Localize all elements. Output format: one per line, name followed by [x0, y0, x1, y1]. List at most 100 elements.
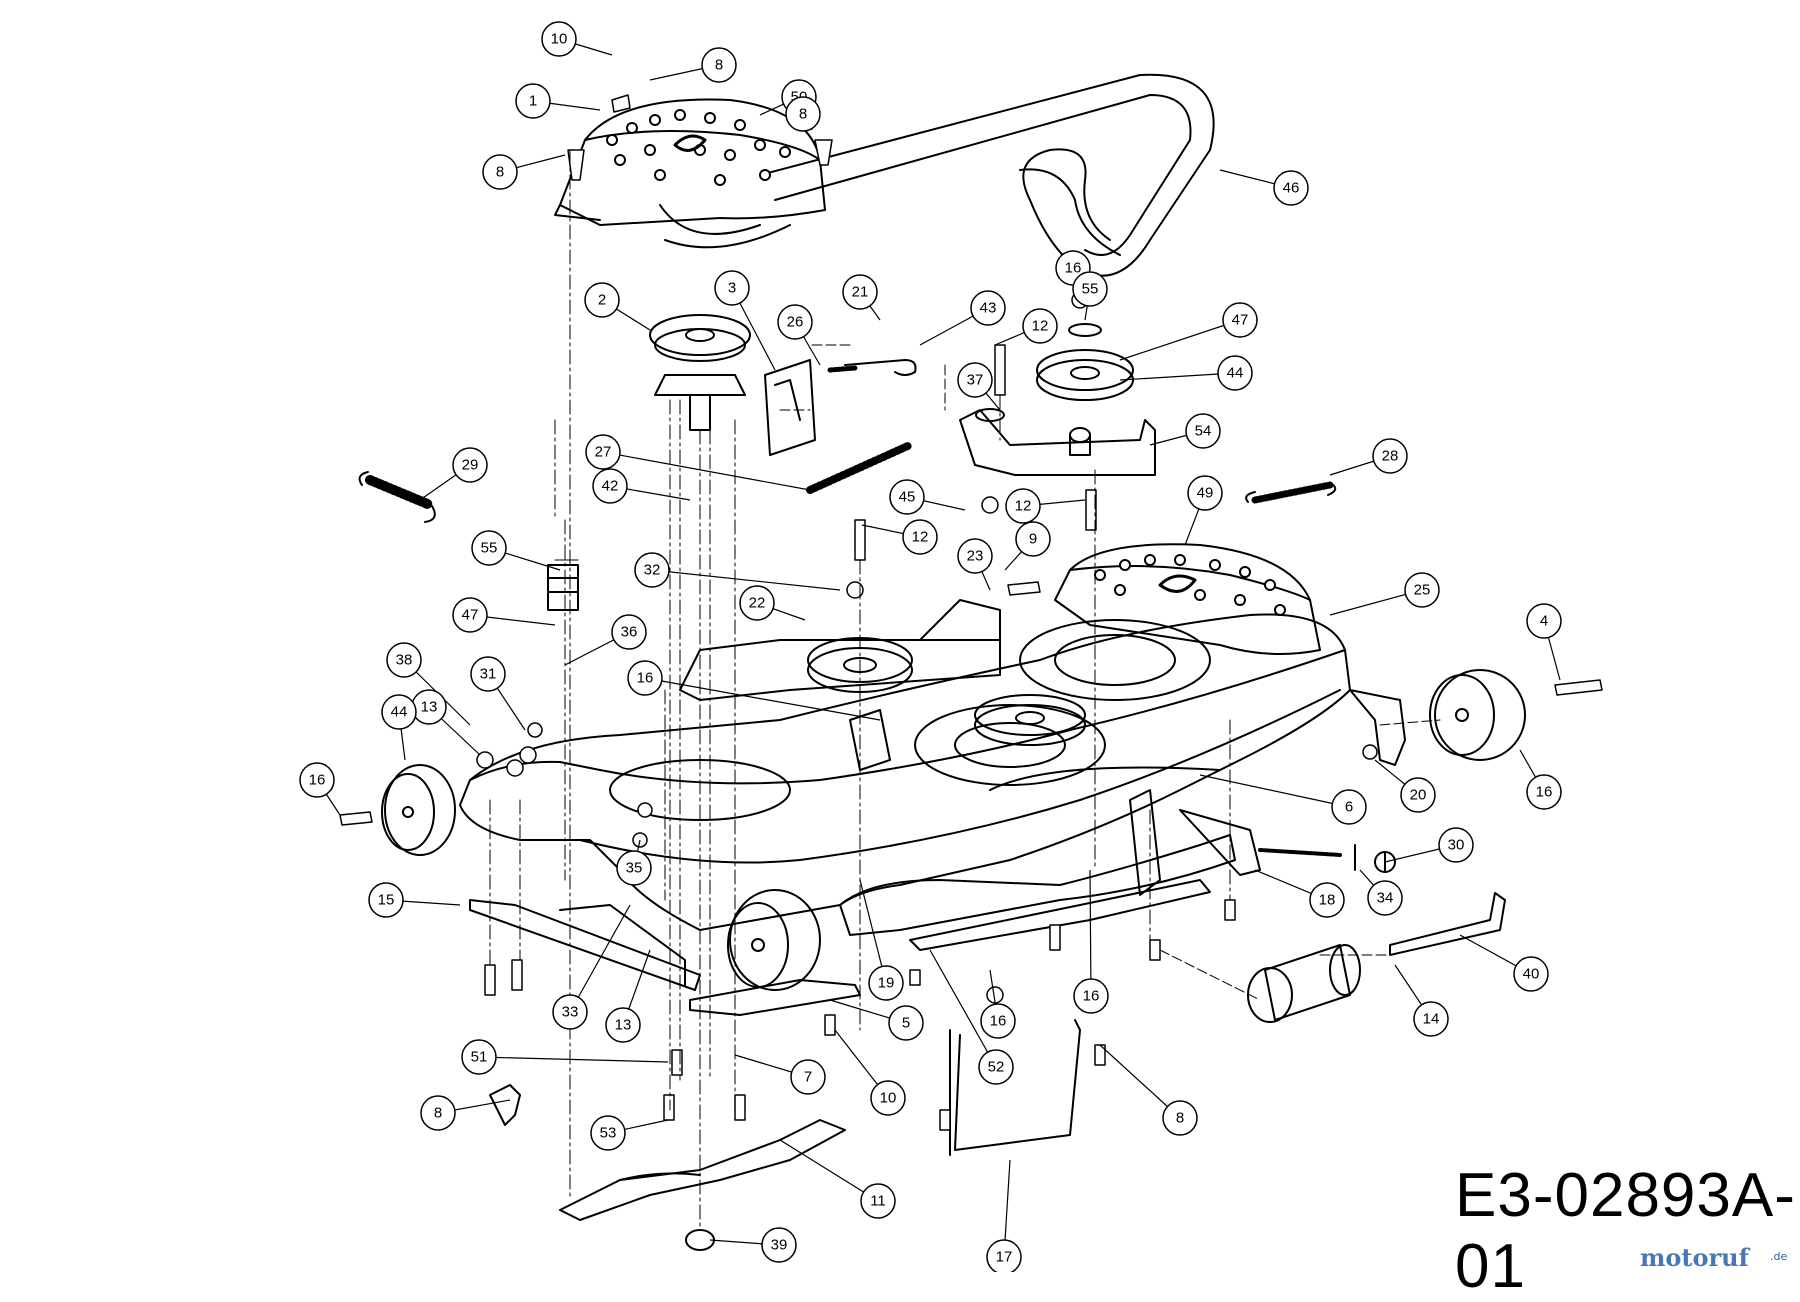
watermark-logo: motoruf: [1640, 1243, 1749, 1272]
document-code: E3-02893A-01: [1455, 1161, 1796, 1301]
callout-number: 16: [990, 1013, 1007, 1030]
callout-19: 19: [868, 965, 904, 1001]
callout-12: 12: [902, 519, 938, 555]
callout-17: 17: [986, 1239, 1022, 1272]
callout-39: 39: [761, 1227, 797, 1263]
callout-13: 13: [605, 1007, 641, 1043]
callout-number: 8: [434, 1105, 442, 1122]
callout-number: 53: [600, 1125, 617, 1142]
callout-40: 40: [1513, 956, 1549, 992]
callout-number: 12: [1015, 498, 1032, 515]
callout-number: 10: [551, 31, 568, 48]
callout-55: 55: [471, 530, 507, 566]
callout-8: 8: [701, 47, 737, 83]
callout-number: 30: [1448, 837, 1465, 854]
idler-pulley-right: [1036, 295, 1134, 401]
callout-21: 21: [842, 274, 878, 310]
callout-16: 16: [980, 1003, 1016, 1039]
callout-13: 13: [411, 689, 447, 725]
mower-blade: [559, 1119, 846, 1221]
deck-roller: [1247, 944, 1361, 1023]
callout-number: 44: [391, 704, 408, 721]
callout-16: 16: [1073, 978, 1109, 1014]
callout-47: 47: [452, 597, 488, 633]
callout-46: 46: [1273, 170, 1309, 206]
callout-16: 16: [299, 762, 335, 798]
callout-leader: [569, 904, 631, 1013]
callout-leader: [651, 569, 841, 591]
callout-27: 27: [585, 434, 621, 470]
callout-number: 42: [602, 478, 619, 495]
callout-47: 47: [1222, 302, 1258, 338]
callout-number: 6: [1345, 799, 1353, 816]
callout-9: 9: [1015, 521, 1051, 557]
callout-number: 21: [852, 284, 869, 301]
callout-number: 34: [1377, 890, 1394, 907]
callout-leader: [929, 949, 997, 1068]
callout-33: 33: [552, 994, 588, 1030]
callout-number: 28: [1382, 448, 1399, 465]
callout-number: 10: [880, 1090, 897, 1107]
callout-number: 49: [1197, 485, 1214, 502]
callout-leader: [1119, 372, 1236, 381]
callout-number: 8: [715, 57, 723, 74]
pulley-cover-top: [554, 98, 826, 226]
drive-belt: [659, 73, 1215, 277]
mower-deck-housing: [459, 613, 1351, 931]
callout-number: 5: [902, 1015, 910, 1032]
callout-10: 10: [870, 1080, 906, 1116]
callout-leader: [644, 677, 881, 721]
callout-55: 55: [1072, 271, 1108, 307]
spindle-assembly-left: [649, 314, 751, 431]
callout-45: 45: [889, 479, 925, 515]
callout-8: 8: [785, 96, 821, 132]
callout-leader: [1089, 869, 1092, 997]
callout-number: 7: [804, 1069, 812, 1086]
callout-8: 8: [420, 1095, 456, 1131]
callout-number: 16: [1065, 260, 1082, 277]
callout-number: 22: [749, 595, 766, 612]
callout-6: 6: [1331, 789, 1367, 825]
callout-43: 43: [970, 290, 1006, 326]
callout-number: 9: [1029, 531, 1037, 548]
callout-number: 20: [1410, 787, 1427, 804]
gauge-wheel-31: [381, 764, 456, 856]
gauge-wheel-front: [727, 889, 821, 991]
callout-16: 16: [627, 660, 663, 696]
callout-7: 7: [790, 1059, 826, 1095]
callout-number: 4: [1540, 613, 1548, 630]
callout-number: 32: [644, 562, 661, 579]
callout-number: 46: [1283, 180, 1300, 197]
callout-35: 35: [616, 850, 652, 886]
callout-number: 23: [967, 548, 984, 565]
callout-number: 16: [1536, 784, 1553, 801]
callout-number: 26: [787, 314, 804, 331]
callout-number: 13: [421, 699, 438, 716]
callout-number: 44: [1227, 365, 1244, 382]
callout-number: 33: [562, 1004, 579, 1021]
callout-22: 22: [739, 585, 775, 621]
callout-15: 15: [368, 882, 404, 918]
callout-number: 54: [1195, 423, 1212, 440]
callout-number: 13: [615, 1017, 632, 1034]
callout-49: 49: [1187, 475, 1223, 511]
callout-4: 4: [1526, 603, 1562, 639]
callout-number: 16: [637, 670, 654, 687]
callout-44: 44: [1217, 355, 1253, 391]
callout-12: 12: [1022, 308, 1058, 344]
callout-16: 16: [1526, 774, 1562, 810]
callout-5: 5: [888, 1005, 924, 1041]
callout-34: 34: [1367, 880, 1403, 916]
callout-number: 37: [967, 372, 984, 389]
callout-leader: [1099, 1044, 1181, 1119]
watermark-suffix: .de: [1770, 1250, 1788, 1263]
callout-number: 27: [595, 444, 612, 461]
callout-number: 39: [771, 1237, 788, 1254]
callout-number: 8: [799, 106, 807, 123]
callout-number: 35: [626, 860, 643, 877]
callout-leader: [478, 1056, 669, 1063]
callout-number: 11: [870, 1193, 886, 1210]
callout-26: 26: [777, 304, 813, 340]
spindle-pulley-middle: [974, 694, 1086, 746]
callout-2: 2: [584, 282, 620, 318]
